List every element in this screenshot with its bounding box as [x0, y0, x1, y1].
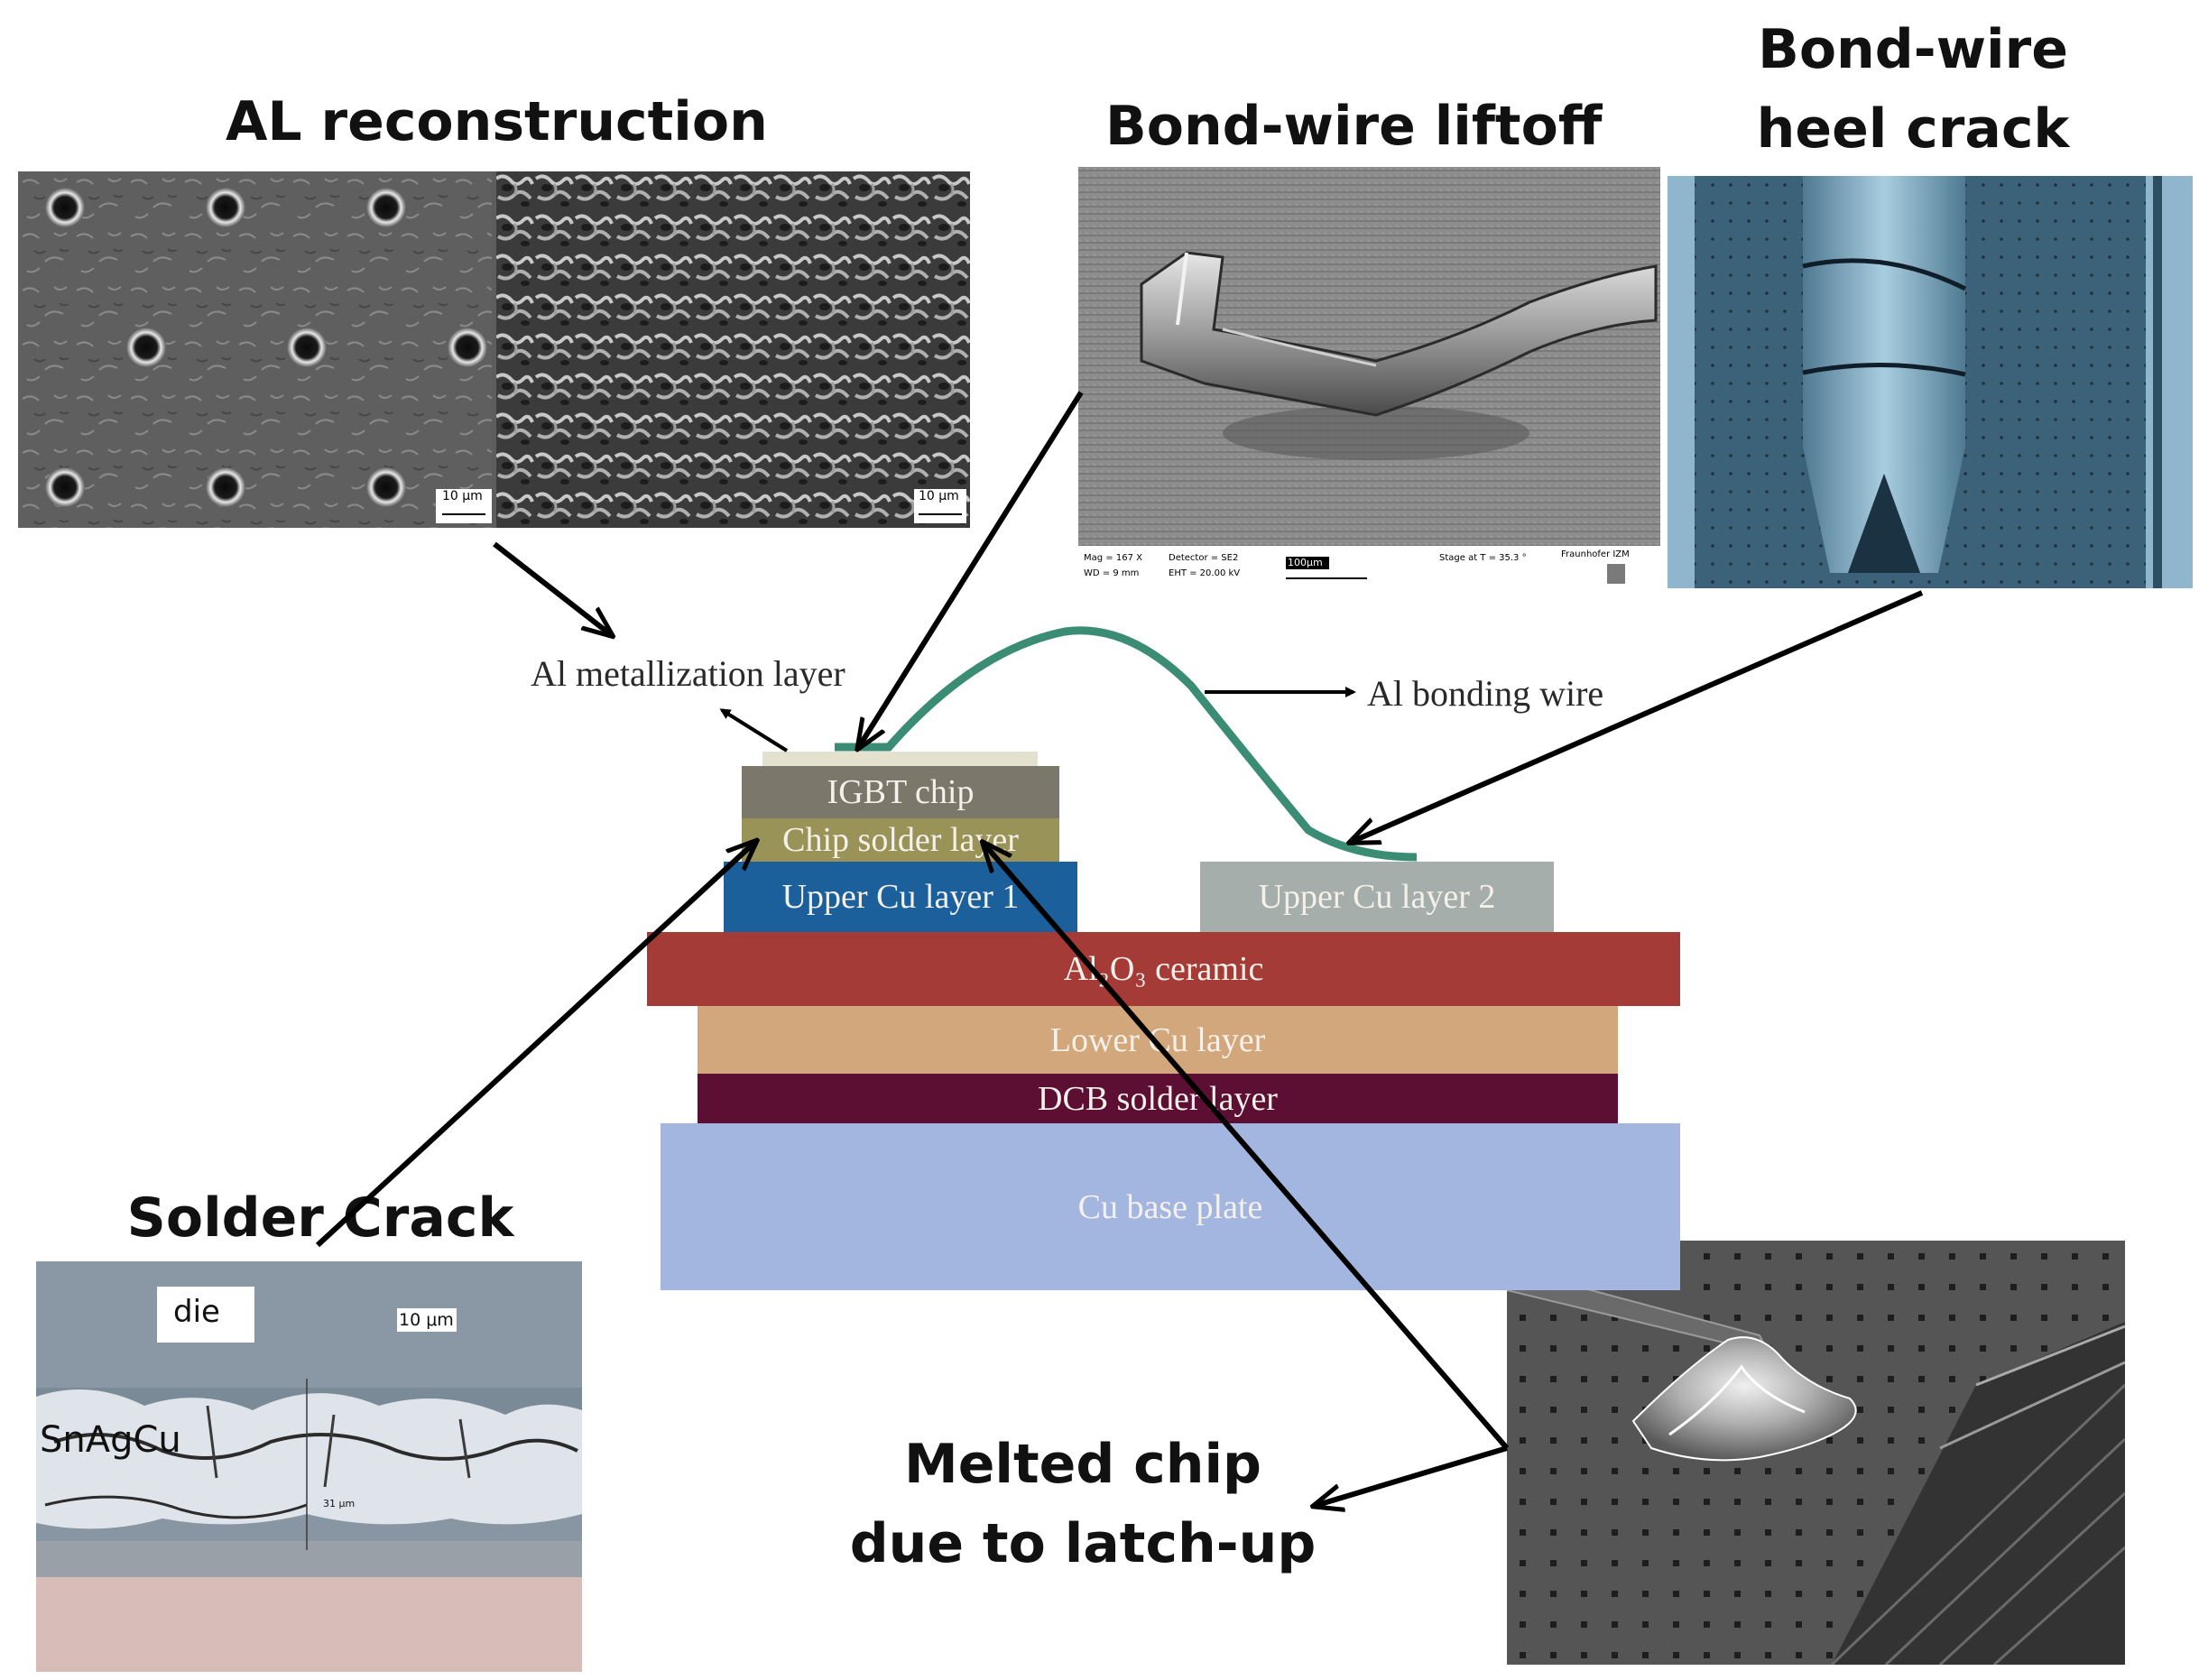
title-bondwire-liftoff: Bond-wire liftoff	[1105, 95, 1603, 158]
sem-stage: Stage at T = 35.3 °	[1439, 553, 1527, 563]
arrow-heel-crack	[1354, 590, 1924, 841]
solder-crack-image: die 10 μm SnAgCu 31 μm	[36, 1261, 582, 1672]
al-scale-bar-left	[436, 489, 492, 523]
sem-scale-label: 100μm	[1288, 557, 1323, 568]
title-heel-crack-line1: Bond-wire	[1758, 18, 2068, 81]
al-metallization-strip	[762, 752, 1038, 766]
title-heel-crack-line2: heel crack	[1756, 97, 2070, 161]
arrow-al-reconstruction	[493, 541, 609, 633]
solder-material-label: SnAgCu	[40, 1419, 181, 1461]
sem-org: Fraunhofer IZM	[1561, 549, 1630, 559]
label-al-bonding-wire: Al bonding wire	[1367, 673, 1604, 714]
sem-detector: Detector = SE2	[1169, 553, 1239, 563]
arrow-metallization-label	[719, 708, 789, 752]
al-scale-label-right: 10 μm	[919, 489, 959, 503]
title-solder-crack: Solder Crack	[126, 1186, 514, 1250]
melted-chip-image	[1507, 1241, 2125, 1665]
sem-eht: EHT = 20.00 kV	[1169, 568, 1241, 578]
layer-dcb-solder: DCB solder layer	[698, 1074, 1618, 1123]
label-al-metallization: Al metallization layer	[531, 653, 845, 694]
bondwire-liftoff-image: Mag = 167 X WD = 9 mm Detector = SE2 EHT…	[1078, 167, 1660, 591]
layer-lower-cu: Lower Cu layer	[698, 1006, 1618, 1074]
layer-upper-cu-1: Upper Cu layer 1	[724, 862, 1077, 932]
sem-wd: WD = 9 mm	[1084, 568, 1140, 578]
solder-die-label: die	[173, 1294, 220, 1330]
solder-small-scale-label: 31 μm	[323, 1498, 356, 1509]
title-al-reconstruction: AL reconstruction	[226, 90, 768, 153]
layer-igbt-chip: IGBT chip	[742, 766, 1059, 818]
layer-chip-solder: Chip solder layer	[742, 818, 1059, 862]
al-scale-label-left: 10 μm	[442, 489, 483, 503]
sem-mag: Mag = 167 X	[1084, 553, 1142, 563]
heel-crack-image	[1668, 176, 2193, 588]
al-reconstruction-image: 10 μm 10 μm	[18, 171, 970, 528]
layer-upper-cu-2: Upper Cu layer 2	[1200, 862, 1554, 932]
solder-scale-label: 10 μm	[399, 1310, 454, 1330]
layer-cu-base-plate: Cu base plate	[661, 1123, 1680, 1290]
title-melted-chip-line1: Melted chip	[904, 1433, 1261, 1496]
layer-ceramic: Al₂O₃ ceramic	[647, 932, 1680, 1006]
arrow-melted-chip-to-label	[1317, 1445, 1508, 1505]
title-melted-chip-line2: due to latch-up	[849, 1512, 1317, 1575]
